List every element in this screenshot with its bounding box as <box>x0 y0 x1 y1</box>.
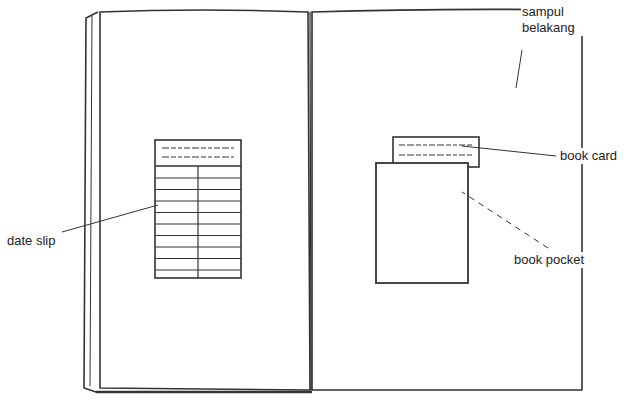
print-stroke <box>407 155 414 156</box>
print-stroke <box>208 157 212 158</box>
print-stroke <box>222 148 229 149</box>
print-stroke <box>399 155 405 156</box>
print-stroke <box>416 155 421 156</box>
part-label: book pocket <box>513 252 585 268</box>
back-cover <box>312 9 582 390</box>
date-slip-divider <box>197 166 198 278</box>
leader-line <box>462 146 556 156</box>
part-label: book card <box>559 148 618 164</box>
book-card-print <box>399 145 472 155</box>
print-stroke <box>192 148 199 149</box>
date-slip-row <box>155 270 241 271</box>
date-slip-row <box>155 201 241 202</box>
print-stroke <box>214 157 220 158</box>
print-stroke <box>201 148 206 149</box>
print-stroke <box>467 145 472 146</box>
print-stroke <box>201 157 206 158</box>
cover-edge <box>90 16 92 386</box>
leader-line <box>462 192 548 248</box>
print-stroke <box>184 148 190 149</box>
date-slip-row <box>155 189 241 190</box>
left-page <box>100 10 310 390</box>
date-slip-row <box>155 258 241 259</box>
date-slip-row <box>155 178 241 179</box>
print-stroke <box>222 157 229 158</box>
print-stroke <box>178 157 182 158</box>
book-spine <box>84 12 98 392</box>
date-slip-row <box>155 235 241 236</box>
print-stroke <box>437 145 444 146</box>
print-stroke <box>178 148 182 149</box>
print-stroke <box>208 148 212 149</box>
print-stroke <box>437 155 444 156</box>
print-stroke <box>453 155 457 156</box>
print-stroke <box>192 157 199 158</box>
part-label: sampul belakang <box>521 4 585 36</box>
date-slip-print <box>162 148 234 157</box>
book-bottom-edge <box>96 391 312 393</box>
print-stroke <box>453 145 457 146</box>
print-stroke <box>429 145 435 146</box>
print-stroke <box>162 148 169 149</box>
print-stroke <box>171 148 176 149</box>
print-stroke <box>231 148 234 149</box>
print-stroke <box>423 155 427 156</box>
print-stroke <box>459 155 465 156</box>
part-label: date slip <box>6 233 56 249</box>
date-slip-rows <box>155 178 241 270</box>
book-pocket <box>376 163 468 283</box>
leader-line <box>62 205 158 232</box>
print-stroke <box>423 145 427 146</box>
date-slip <box>155 140 241 278</box>
print-stroke <box>162 157 169 158</box>
print-stroke <box>429 155 435 156</box>
print-stroke <box>399 145 405 146</box>
print-stroke <box>184 157 190 158</box>
date-slip-row <box>155 247 241 248</box>
print-stroke <box>446 145 451 146</box>
print-stroke <box>214 148 220 149</box>
leader-line <box>516 50 522 88</box>
gutter <box>310 12 311 390</box>
print-stroke <box>231 157 234 158</box>
date-slip-row <box>155 212 241 213</box>
print-stroke <box>416 145 421 146</box>
print-stroke <box>407 145 414 146</box>
print-stroke <box>467 155 472 156</box>
print-stroke <box>446 155 451 156</box>
print-stroke <box>459 145 465 146</box>
date-slip-row <box>155 224 241 225</box>
print-stroke <box>171 157 176 158</box>
